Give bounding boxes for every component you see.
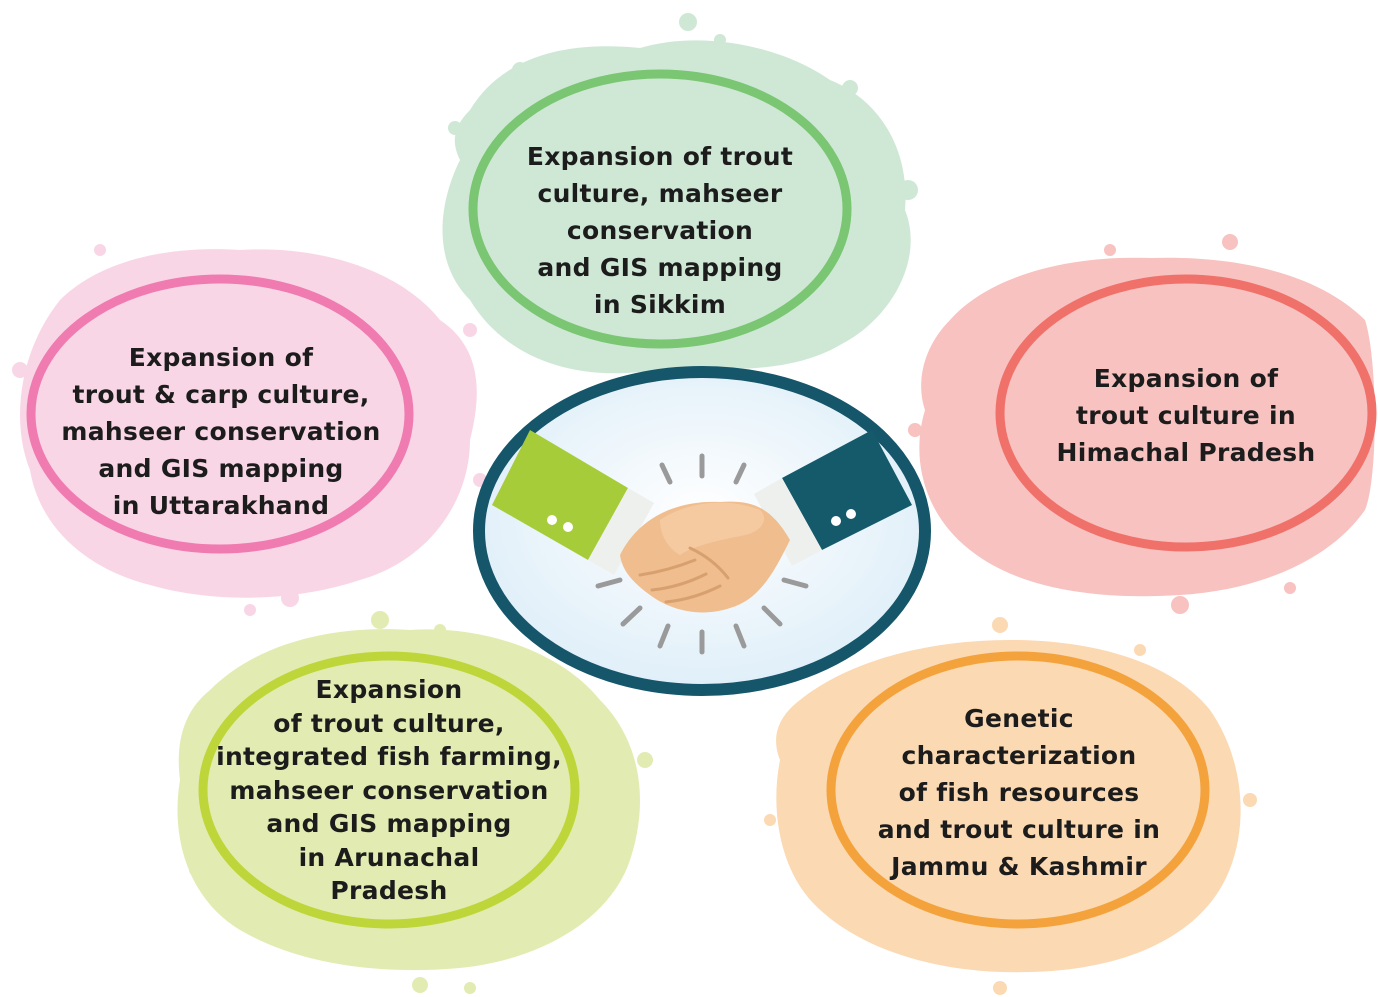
node-himachal-line: trout culture in: [1076, 401, 1296, 430]
node-himachal-line: Himachal Pradesh: [1056, 438, 1316, 467]
node-jammu-line: and trout culture in: [877, 815, 1161, 844]
node-sikkim: [442, 13, 918, 374]
node-sikkim-line: in Sikkim: [593, 290, 727, 319]
node-arunachal-line: in Arunachal: [298, 842, 480, 872]
node-jammu-line: Genetic: [964, 704, 1074, 733]
splash-sikkim: [442, 40, 911, 374]
ring-himachal: [995, 274, 1377, 552]
node-uttarakhand-line: and GIS mapping: [98, 454, 344, 483]
node-himachal-text: Expansion of trout culture in Himachal P…: [998, 360, 1374, 471]
node-uttarakhand-line: mahseer conservation: [61, 417, 381, 446]
node-uttarakhand-line: Expansion of: [128, 343, 314, 372]
node-himachal-line: Expansion of: [1093, 364, 1279, 393]
ring-arunachal: [198, 651, 580, 929]
ring-jammu: [826, 651, 1210, 929]
node-arunachal-line: integrated fish farming,: [216, 742, 562, 771]
center-emblem: [473, 366, 931, 696]
splash-uttarakhand: [20, 249, 477, 598]
node-arunachal-line: and GIS mapping: [266, 809, 512, 838]
node-arunachal-line: of trout culture,: [273, 708, 505, 738]
node-sikkim-line: culture, mahseer: [537, 179, 783, 208]
node-arunachal-text: Expansion of trout culture, integrated f…: [200, 673, 578, 908]
ring-sikkim: [468, 69, 852, 349]
node-arunachal-line: mahseer conservation: [229, 775, 549, 805]
node-jammu-line: characterization: [901, 741, 1137, 770]
node-sikkim-line: conservation: [566, 216, 754, 245]
node-uttarakhand-text: Expansion of trout & carp culture, mahse…: [28, 339, 414, 524]
node-jammu-line: Jammu & Kashmir: [891, 852, 1147, 881]
node-jammu-line: of fish resources: [898, 778, 1140, 807]
node-uttarakhand: [12, 244, 487, 616]
node-uttarakhand-line: in Uttarakhand: [112, 491, 330, 520]
node-sikkim-text: Expansion of trout culture, mahseer cons…: [470, 138, 850, 323]
ring-uttarakhand: [26, 274, 414, 554]
node-jammu-text: Genetic characterization of fish resourc…: [828, 700, 1210, 885]
node-sikkim-line: and GIS mapping: [537, 253, 783, 282]
node-jammu: [764, 617, 1257, 995]
node-arunachal-line: Expansion: [315, 675, 463, 704]
node-sikkim-line: Expansion of trout: [526, 142, 794, 171]
node-uttarakhand-line: trout & carp culture,: [72, 380, 370, 409]
node-arunachal-line: Pradesh: [330, 876, 448, 905]
node-arunachal: [177, 611, 653, 994]
handshake-icon: [492, 430, 912, 655]
node-himachal: [908, 234, 1377, 614]
